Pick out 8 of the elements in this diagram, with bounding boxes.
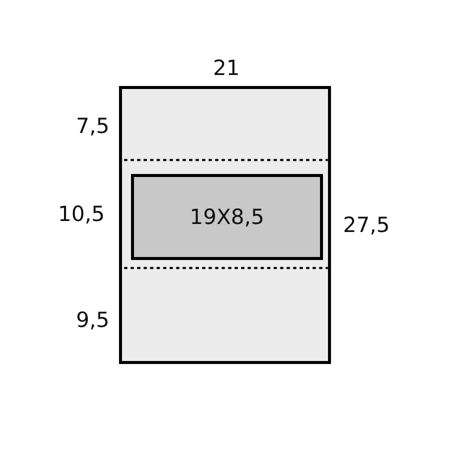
dimension-text: 19X8,5 bbox=[190, 205, 264, 229]
dimension-label: 21 bbox=[213, 58, 240, 79]
inner-panel bbox=[131, 174, 323, 260]
dimension-label: 27,5 bbox=[343, 215, 390, 236]
sheet-outline bbox=[119, 86, 331, 364]
dimension-label: 7,5 bbox=[76, 116, 110, 137]
dimension-label: 9,5 bbox=[76, 310, 110, 331]
dimension-label: 10,5 bbox=[58, 204, 105, 225]
